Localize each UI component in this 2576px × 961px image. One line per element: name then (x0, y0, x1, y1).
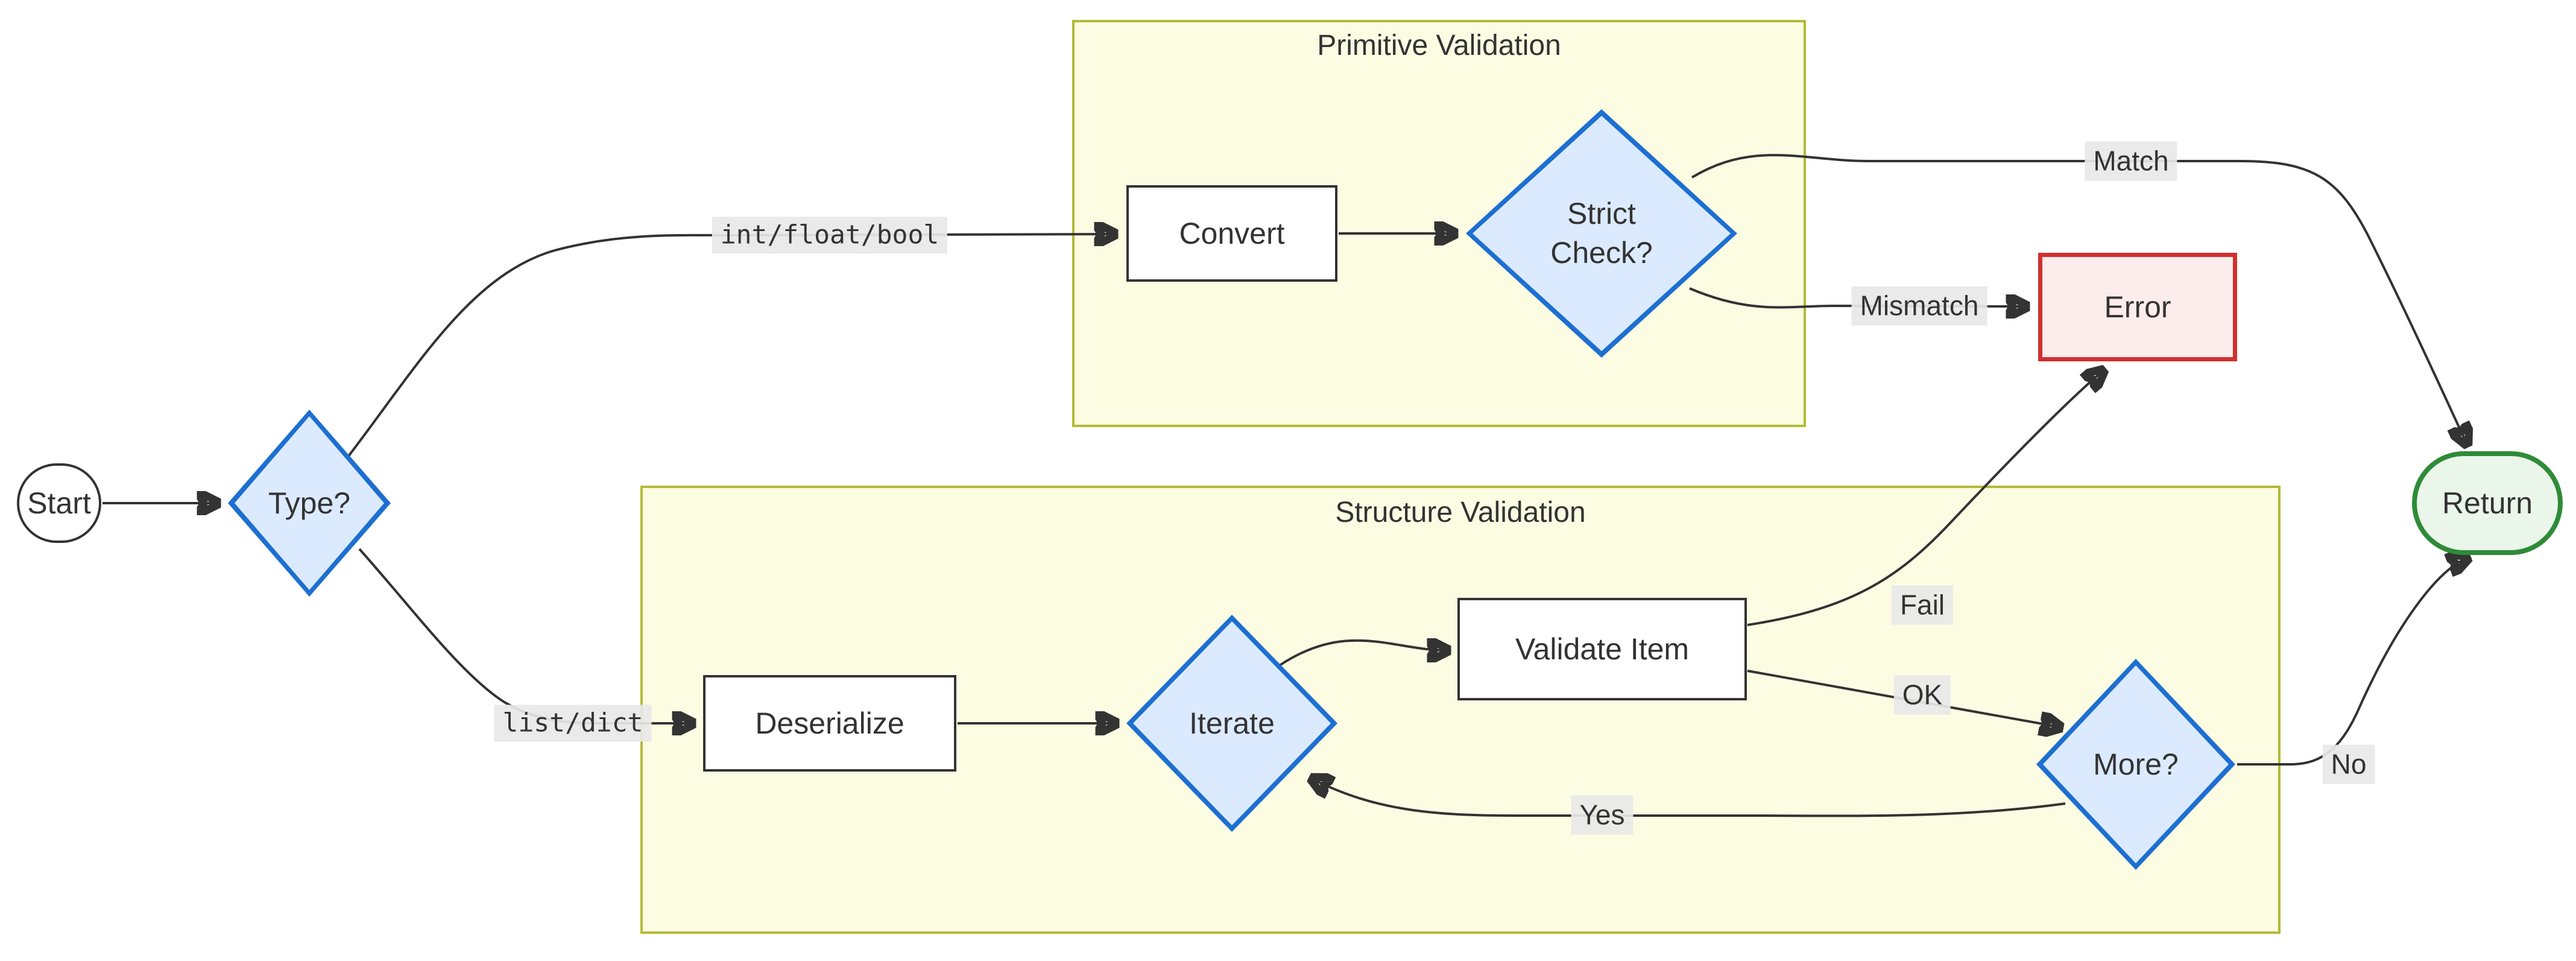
node-strict-check-label: Strict Check? (1550, 197, 1653, 270)
subgraph-primitive-validation-title: Primitive Validation (1317, 30, 1561, 62)
node-convert-label: Convert (1179, 216, 1285, 250)
node-start: Start (17, 463, 101, 543)
node-deserialize-label: Deserialize (755, 706, 904, 740)
node-validate-item-label: Validate Item (1515, 632, 1690, 666)
node-more-decision: More? (2036, 659, 2235, 870)
edge-label-ok: OK (1893, 675, 1951, 715)
node-more-label: More? (2093, 747, 2179, 781)
edge-type-to-convert (347, 234, 1113, 457)
node-strict-check-decision: Strict Check? (1466, 109, 1737, 358)
node-error: Error (2038, 253, 2237, 361)
node-validate-item: Validate Item (1457, 598, 1747, 700)
edge-label-match: Match (2085, 141, 2177, 181)
subgraph-structure-validation-title: Structure Validation (1335, 496, 1586, 528)
edge-label-yes: Yes (1571, 795, 1634, 835)
node-start-label: Start (27, 486, 91, 520)
node-convert: Convert (1126, 185, 1337, 282)
edge-label-int-float-bool: int/float/bool (712, 217, 948, 254)
edge-label-list-dict: list/dict (494, 705, 652, 742)
node-return-label: Return (2442, 486, 2533, 520)
edge-label-mismatch: Mismatch (1851, 286, 1987, 326)
node-type-label: Type? (268, 486, 351, 520)
node-iterate-label: Iterate (1189, 706, 1275, 740)
node-deserialize: Deserialize (703, 675, 956, 772)
node-return: Return (2412, 451, 2563, 555)
node-error-label: Error (2104, 290, 2171, 324)
node-type-decision: Type? (228, 410, 391, 597)
edge-label-no: No (2322, 744, 2375, 784)
edge-label-fail: Fail (1891, 585, 1954, 625)
node-iterate-decision: Iterate (1126, 615, 1337, 832)
